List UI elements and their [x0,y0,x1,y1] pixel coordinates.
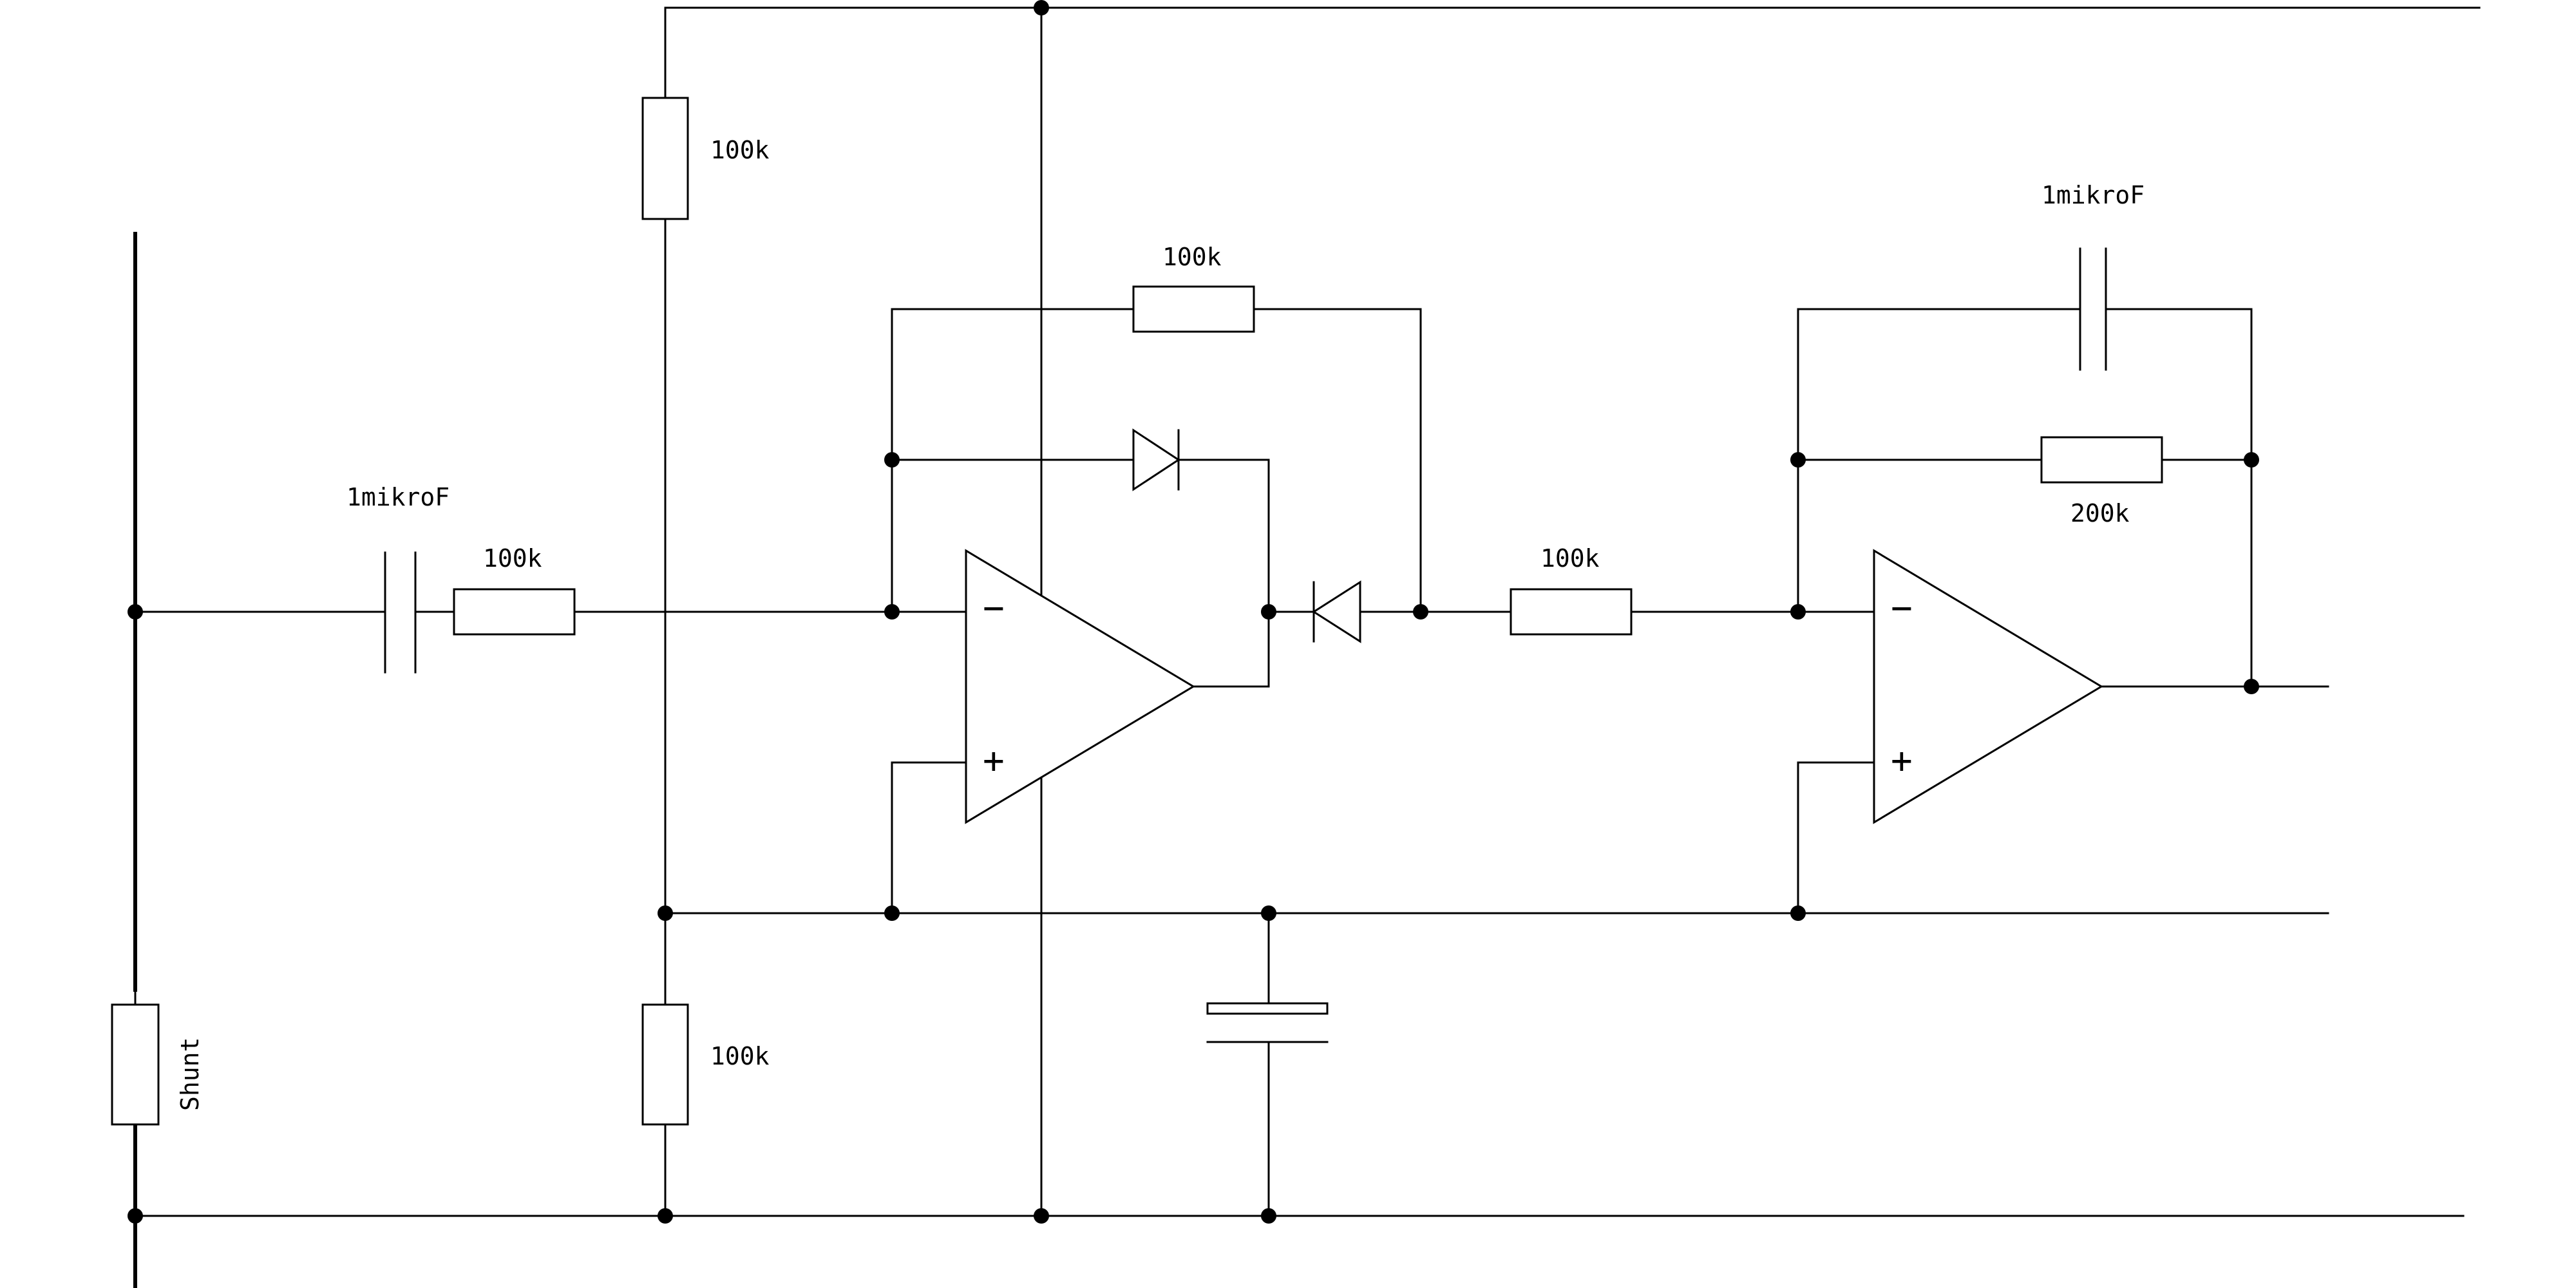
opamp-stage1-plus: + [983,740,1005,782]
resistor-between-stages [1510,588,1633,636]
resistor-between-stages-label: 100k [1540,544,1600,573]
resistor-divider-bottom-label: 100k [710,1042,770,1070]
opamp-stage2 [1873,549,2103,824]
wire-stage2-feedback [1797,308,2253,688]
opamp-stage2-plus: + [1891,740,1913,782]
resistor-divider-top [641,97,689,220]
shunt-resistor [111,1003,160,1126]
opamp-stage2-wires [1797,685,2329,914]
resistor-stage2-feedback-label: 200k [2070,499,2130,527]
resistor-divider-top-label: 100k [710,136,770,164]
resistor-input [453,588,576,636]
resistor-divider-bottom [641,1003,689,1126]
diode-feedback [1132,428,1180,491]
opamp-stage1-minus: − [983,587,1005,629]
junction-dots [128,0,2259,1224]
diode-output [1312,580,1361,643]
opamp-stage1 [965,549,1195,824]
resistor-stage2-feedback [2040,436,2163,484]
opamp-stage2-minus: − [1891,587,1913,629]
capacitor-stage2-feedback-label: 1mikroF [2041,181,2145,209]
opamp-stage1-wires [891,611,1270,914]
resistor-stage1-feedback-label: 100k [1162,243,1222,271]
capacitor-polarized [1206,1002,1329,1043]
capacitor-input-label: 1mikroF [346,483,450,511]
capacitor-input [384,551,417,674]
resistor-input-label: 100k [483,544,542,573]
capacitor-stage2-feedback [2079,247,2107,371]
shunt-label: Shunt [176,1037,204,1111]
resistor-stage1-feedback [1132,285,1255,333]
